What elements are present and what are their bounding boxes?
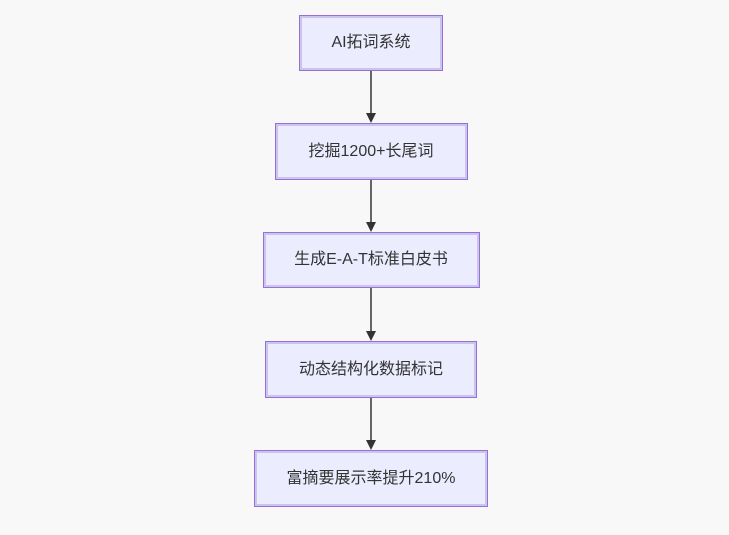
- flow-node-2-label: 挖掘1200+长尾词: [308, 142, 434, 160]
- flow-node-2: 挖掘1200+长尾词: [274, 123, 468, 180]
- flow-node-3-label: 生成E-A-T标准白皮书: [294, 251, 448, 269]
- flow-node-1-label: AI拓词系统: [331, 34, 411, 52]
- flow-node-1: AI拓词系统: [299, 15, 443, 71]
- arrowhead-down-icon-3: [366, 331, 376, 341]
- flow-node-3: 生成E-A-T标准白皮书: [262, 232, 480, 288]
- flow-node-5-label: 富摘要展示率提升210%: [286, 469, 456, 487]
- edge-line-2: [370, 180, 372, 223]
- flow-node-4-label: 动态结构化数据标记: [298, 360, 443, 378]
- edge-line-4: [370, 398, 372, 441]
- arrowhead-down-icon-2: [366, 222, 376, 232]
- edge-line-3: [370, 288, 372, 332]
- flow-node-5: 富摘要展示率提升210%: [254, 450, 488, 507]
- arrowhead-down-icon-1: [366, 113, 376, 123]
- edge-line-1: [370, 71, 372, 114]
- flow-node-4: 动态结构化数据标记: [265, 341, 477, 398]
- arrowhead-down-icon-4: [366, 440, 376, 450]
